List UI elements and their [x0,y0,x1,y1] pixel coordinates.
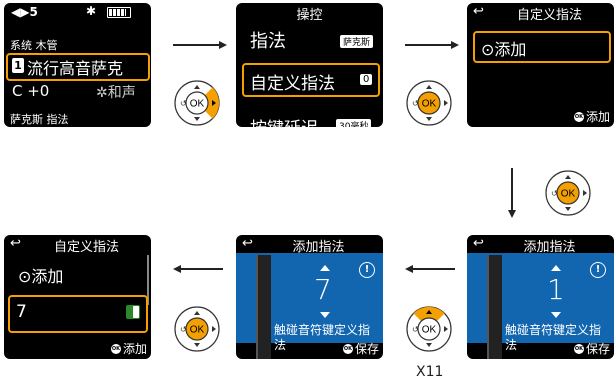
instrument-number-badge: 1 [12,58,24,73]
menu-item-fingering[interactable]: 指法 [250,31,286,52]
svg-text:↺: ↺ [412,325,419,334]
back-icon[interactable]: ↩ [242,236,253,251]
control-pad-ok[interactable]: OK ↺ [173,305,221,353]
bluetooth-icon: ✱ [86,4,97,18]
back-icon[interactable]: ↩ [473,236,484,251]
screen-control-menu: 操控 指法 萨克斯 自定义指法 0 按键延迟 30毫秒 ↩ [236,3,383,127]
svg-text:↺: ↺ [180,99,187,108]
svg-text:↺: ↺ [551,189,558,198]
flow-arrow-3-head [508,210,516,218]
control-pad-ok[interactable]: OK ↺ [405,79,453,127]
screen-main: ◀▶5 ✱ 系统 木管 1 流行高音萨克 C +0 ✲和声 萨克斯 指法 [4,3,151,127]
info-icon[interactable]: ! [359,262,375,278]
page-title: 添加指法 [292,240,345,255]
flow-arrow-4 [411,268,455,270]
instrument-name: 流行高音萨克 [27,59,124,78]
svg-text:↺: ↺ [180,325,187,334]
scrollbar[interactable] [147,255,149,305]
instruction-text: 触碰音符键定义指法 [505,323,602,352]
ok-icon: OK [573,343,584,354]
instrument-image [256,255,271,359]
ok-icon: OK [110,343,121,354]
decrement-arrow-icon[interactable] [551,312,561,318]
control-pad-right[interactable]: OK ↺ [173,79,221,127]
svg-text:OK: OK [190,325,205,336]
add-item-label[interactable]: ⊙添加 [18,267,64,286]
page-title: 操控 [296,8,323,23]
add-item-selected[interactable] [473,31,611,63]
fingering-value-badge: 萨克斯 [340,35,374,48]
decrement-arrow-icon[interactable] [320,312,330,318]
system-label: 系统 木管 [10,39,58,52]
svg-text:↺: ↺ [412,99,419,108]
back-icon[interactable]: ↩ [473,4,484,19]
svg-text:OK: OK [422,99,437,110]
toggle-switch[interactable] [126,305,140,319]
svg-text:OK: OK [422,325,437,336]
flow-arrow-5 [179,268,223,270]
battery-icon [107,7,131,18]
key-delay-badge: 30毫秒 [336,119,372,127]
menu-item-custom-fingering[interactable] [242,63,380,97]
flow-arrow-1-head [219,41,227,49]
flow-arrow-5-head [173,265,181,273]
volume-indicator: ◀▶5 [11,5,38,19]
flow-arrow-4-head [405,265,413,273]
flow-arrow-1 [173,44,221,46]
increment-arrow-icon[interactable] [320,265,330,271]
note-number: 1 [547,273,565,306]
fingering-item-value: 7 [16,302,27,322]
instrument-image [487,255,502,359]
flow-arrow-2-head [451,41,459,49]
svg-text:OK: OK [190,99,205,110]
repeat-count-label: X11 [416,364,444,380]
menu-item-key-delay[interactable]: 按键延迟 [250,114,342,127]
svg-text:OK: OK [561,189,576,200]
info-icon[interactable]: ! [590,262,606,278]
note-number: 7 [314,273,332,306]
control-pad-up[interactable]: OK ↺ [405,305,453,353]
ok-icon: OK [342,343,353,354]
back-icon[interactable]: ↩ [10,236,21,251]
harmony-label: ✲和声 [96,85,136,101]
page-title: 添加指法 [523,240,576,255]
ok-icon: OK [573,111,584,122]
custom-fingering-label: 自定义指法 [250,74,335,94]
instruction-text: 触碰音符键定义指法 [274,323,371,352]
instrument-selected-box[interactable] [6,53,150,81]
add-item-label: ⊙添加 [481,40,527,59]
flow-arrow-3 [511,168,513,212]
key-transpose: C +0 [12,82,50,100]
increment-arrow-icon[interactable] [551,265,561,271]
custom-fingering-count-badge: 0 [360,74,373,85]
fingering-label: 萨克斯 指法 [10,113,69,126]
fingering-item-selected[interactable] [8,295,148,333]
page-title: 自定义指法 [53,240,119,255]
flow-arrow-2 [405,44,453,46]
page-title: 自定义指法 [516,8,582,23]
control-pad-ok[interactable]: OK ↺ [544,169,592,217]
